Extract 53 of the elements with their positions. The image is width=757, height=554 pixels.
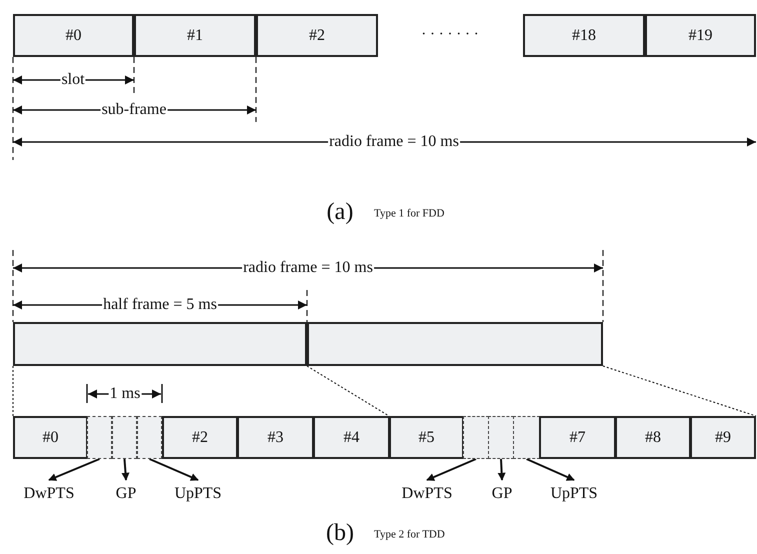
special-subframe-part (513, 416, 540, 459)
slot-number: #2 (192, 428, 208, 446)
panel-caption: Type 1 for FDD (373, 208, 446, 220)
slot-number: #0 (66, 26, 82, 44)
frame-slot (307, 322, 603, 366)
slot-number: #3 (268, 428, 284, 446)
field-label: GP (116, 485, 136, 503)
field-label: DwPTS (24, 485, 74, 503)
frame-slot (13, 14, 134, 57)
frame-slot (645, 14, 756, 57)
slot-number: #1 (187, 26, 203, 44)
slot-number: #4 (344, 428, 360, 446)
frame-slot (13, 416, 88, 459)
special-subframe-part (488, 416, 514, 459)
slot-number: #9 (715, 428, 731, 446)
projection-line (602, 366, 756, 416)
arrow (426, 458, 476, 481)
panel-label: (a) (326, 200, 354, 224)
projection-line (12, 366, 14, 416)
projection-line (306, 366, 390, 416)
field-label: DwPTS (402, 485, 452, 503)
frame-slot (162, 416, 238, 459)
frame-slot (313, 416, 390, 459)
special-subframe-part (137, 416, 162, 459)
slot-number: #0 (42, 428, 58, 446)
arrow (149, 458, 199, 481)
frame-slot (13, 322, 307, 366)
slot-number: #19 (688, 26, 712, 44)
field-label: UpPTS (174, 485, 222, 503)
frame-slot (134, 14, 256, 57)
frame-slot (389, 416, 464, 459)
field-label: GP (492, 485, 512, 503)
frame-slot (523, 14, 645, 57)
arrow (498, 458, 506, 481)
slot-number: #18 (572, 26, 596, 44)
slot-number: #7 (570, 428, 586, 446)
slot-number: #5 (418, 428, 434, 446)
frame-slot (256, 14, 378, 57)
panel-caption: Type 2 for TDD (373, 530, 446, 540)
special-subframe-part (112, 416, 137, 459)
frame-slot (237, 416, 314, 459)
arrow (526, 458, 575, 481)
panel-label: (b) (325, 521, 355, 545)
frame-slot (539, 416, 616, 459)
slot-number: #2 (309, 26, 325, 44)
arrow (122, 458, 130, 481)
frame-slot (615, 416, 691, 459)
arrow (48, 458, 100, 481)
field-label: UpPTS (550, 485, 598, 503)
frame-slot (690, 416, 756, 459)
special-subframe-part (463, 416, 489, 459)
slot-number: #8 (645, 428, 661, 446)
special-subframe-part (87, 416, 112, 459)
